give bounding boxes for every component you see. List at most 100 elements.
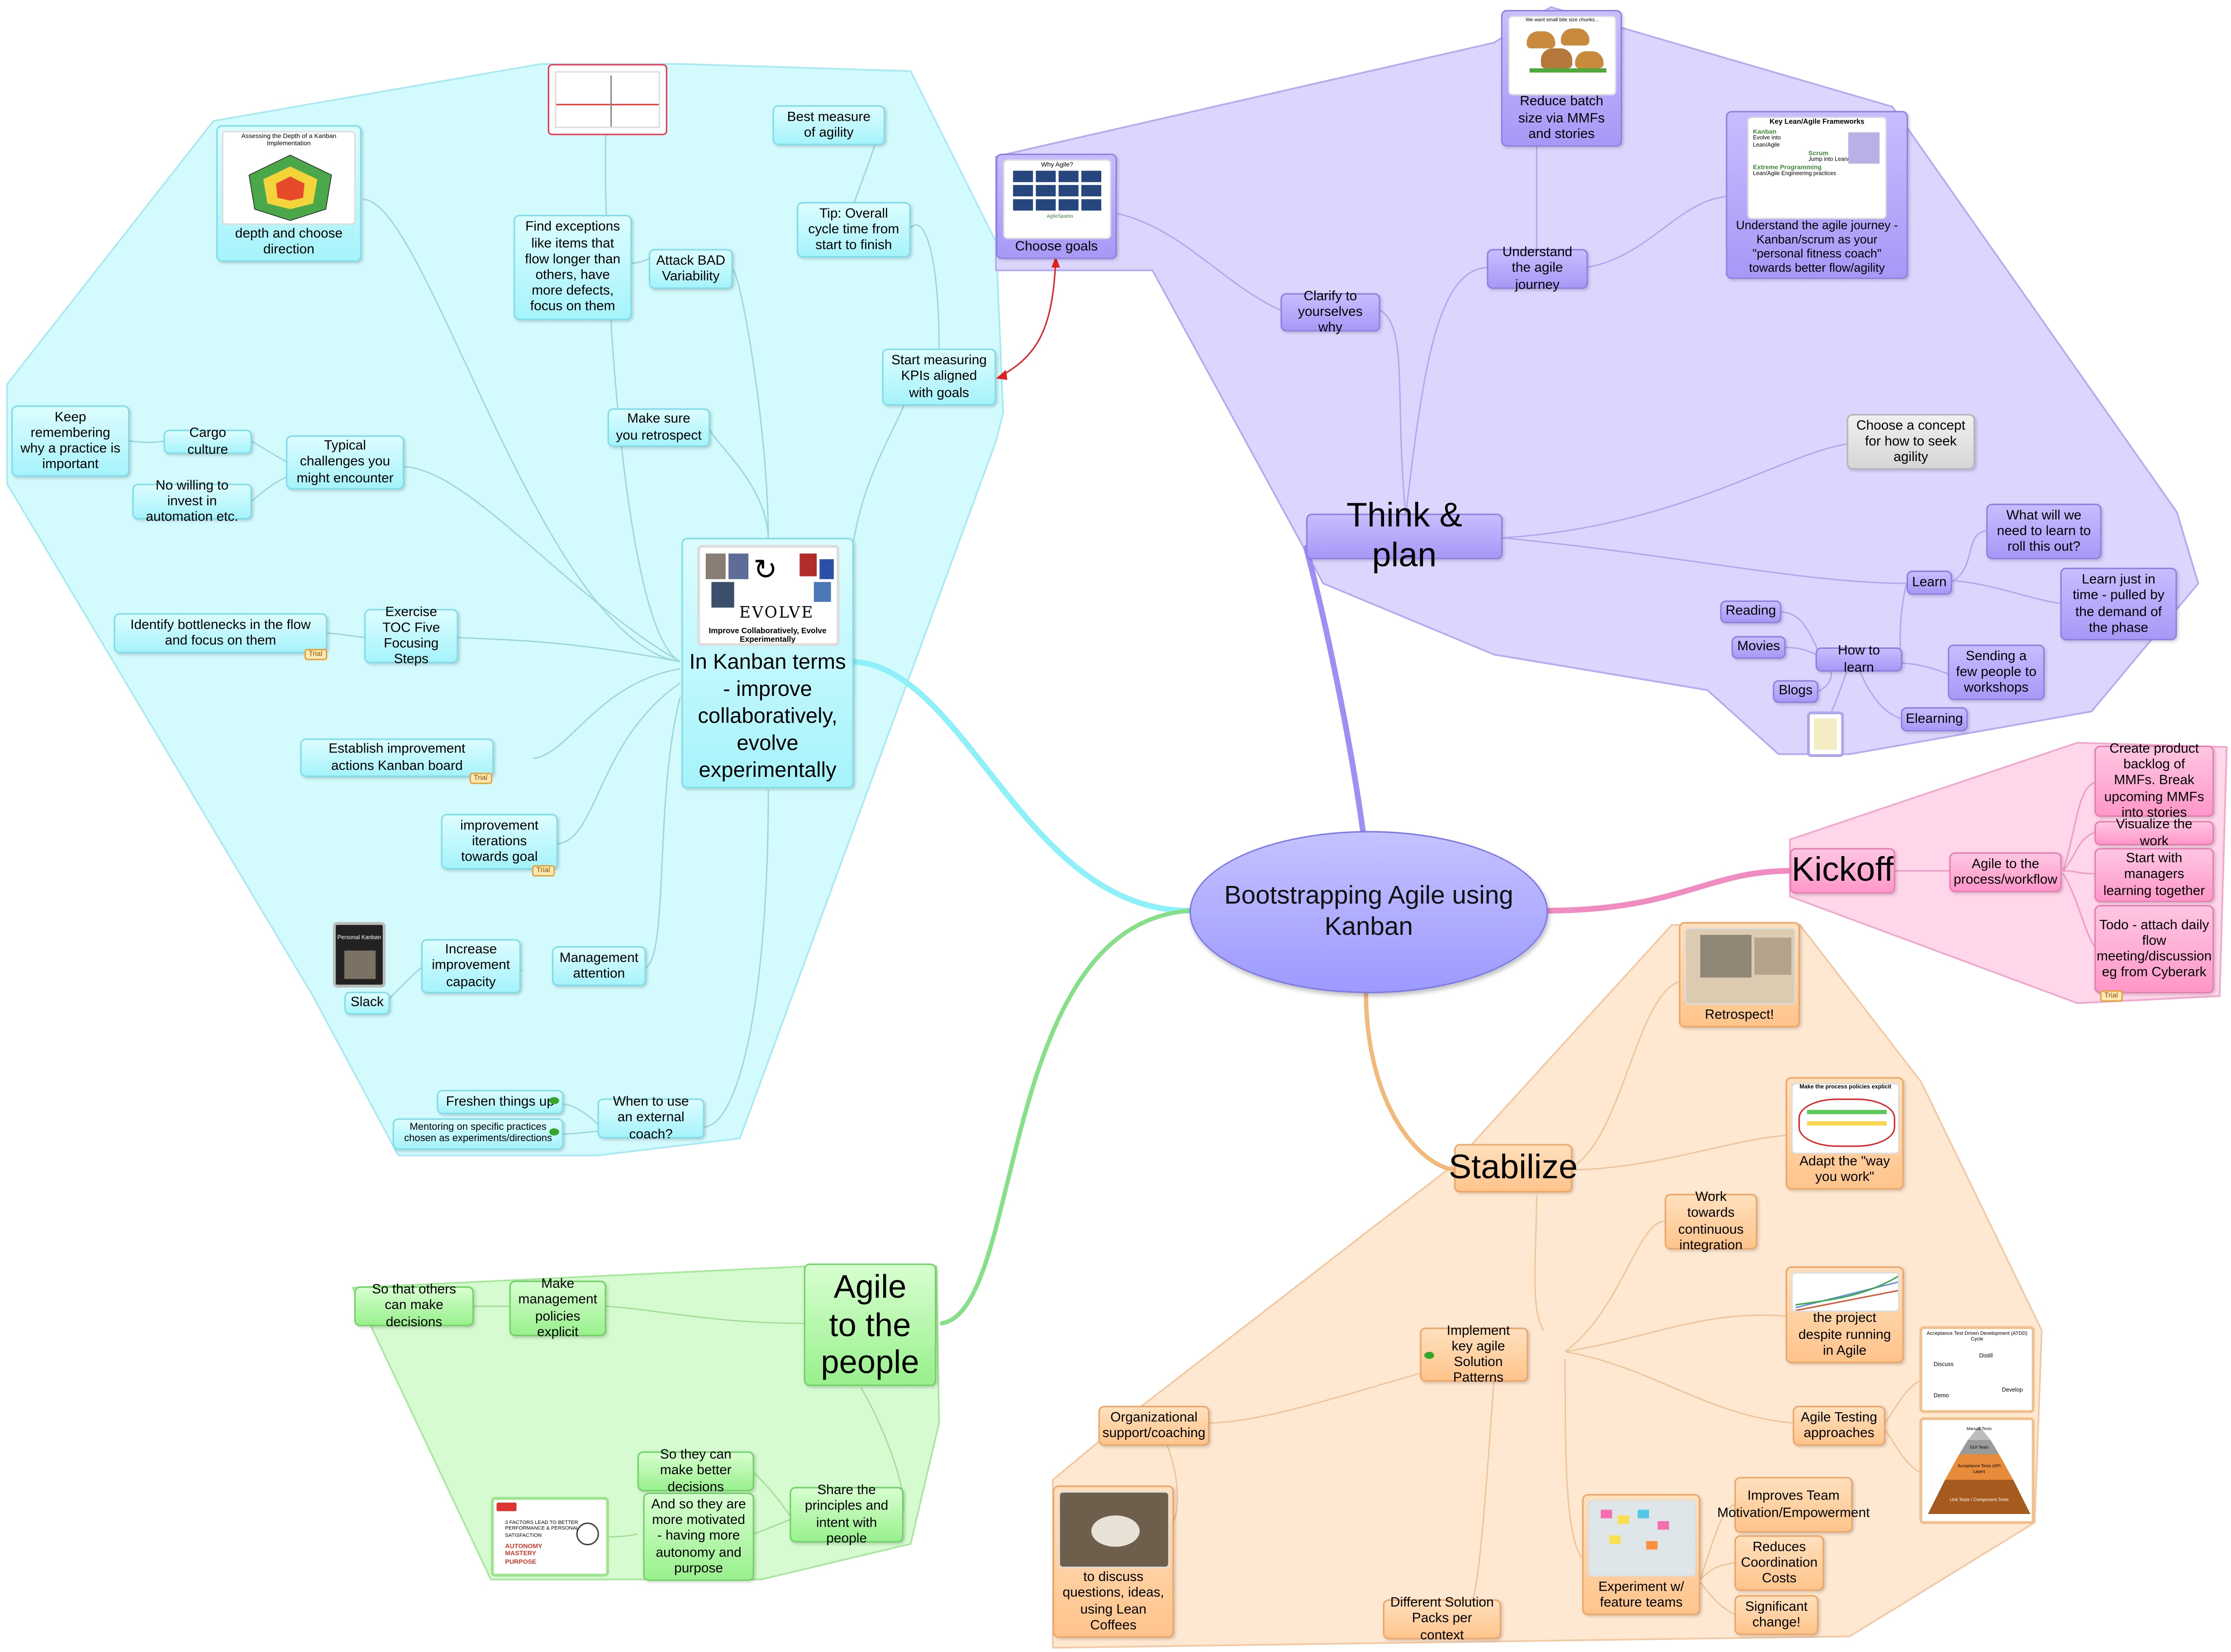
clarify-why-node[interactable]: Clarify to yourselves why [1280, 288, 1380, 336]
significant-change-node[interactable]: Significant change! [1734, 1595, 1819, 1635]
evolve-image: ↻ EVOLVE Improve Collaboratively, Evolve… [696, 545, 839, 646]
burgers-image: We want small bite size chunks... [1508, 15, 1617, 95]
attack-bad-variability-node[interactable]: Attack BAD Variability [649, 249, 733, 289]
best-measure-node[interactable]: Best measure of agility [772, 105, 885, 145]
think-plan-main-topic[interactable]: Think & plan [1306, 497, 1503, 575]
reading-node[interactable]: Reading [1720, 600, 1782, 624]
leaf-icon [1424, 1352, 1434, 1359]
evolve-caption: Improve Collaboratively, Evolve Experime… [709, 627, 827, 645]
manage-project-node[interactable]: Ability to manage the project despite ru… [1785, 1266, 1904, 1363]
external-coach-node[interactable]: When to use an external coach? [597, 1095, 704, 1142]
people-main-topic[interactable]: Agile to the people [804, 1263, 937, 1386]
cargo-culture-node[interactable]: Cargo culture [163, 426, 252, 457]
personal-kanban-book-image: Personal Kanban [333, 922, 386, 988]
kanban-region [6, 63, 1004, 1157]
trial-tag: Trial [469, 772, 492, 784]
just-in-time-node[interactable]: Learn just in time - pulled by the deman… [2060, 567, 2177, 641]
reduces-costs-node[interactable]: Reduces Coordination Costs [1734, 1535, 1824, 1591]
agile-frameworks-node[interactable]: Key Lean/Agile Frameworks Kanban Evolve … [1726, 111, 1908, 279]
central-topic-label: Bootstrapping Agile using Kanban [1224, 881, 1513, 941]
different-packs-node[interactable]: Different Solution Packs per context [1383, 1595, 1501, 1643]
atdd-cycle-image: Acceptance Test Driven Development (ATDD… [1919, 1326, 2035, 1413]
improves-motivation-node[interactable]: Improves Team Motivation/Empowerment [1717, 1477, 1870, 1533]
test-pyramid-image: Manual Tests GUI Tests Acceptance Tests … [1919, 1417, 2035, 1524]
cycle-time-chart-image [547, 64, 667, 135]
better-decisions-node[interactable]: So they can make better decisions [637, 1447, 754, 1495]
sending-workshops-node[interactable]: Sending a few people to workshops [1948, 644, 2045, 700]
more-motivated-node[interactable]: And so they are more motivated - having … [643, 1492, 754, 1581]
management-attention-node[interactable]: Management attention [552, 946, 646, 986]
kanban-depth-chart-title: Assessing the Depth of a Kanban Implemen… [241, 132, 337, 147]
exercise-toc-node[interactable]: Exercise TOC Five Focusing Steps [364, 604, 458, 668]
reduce-batch-node[interactable]: We want small bite size chunks... Reduce… [1501, 10, 1622, 147]
increase-capacity-node[interactable]: Increase improvement capacity [421, 939, 521, 994]
continuous-integration-node[interactable]: Work towards continuous integration [1665, 1190, 1757, 1253]
kanban-main-topic[interactable]: ↻ EVOLVE Improve Collaboratively, Evolve… [681, 538, 854, 789]
atdd-cycle-title: Acceptance Test Driven Development (ATDD… [1927, 1330, 2028, 1342]
drive-video-line2: AUTONOMY MASTERY PURPOSE [505, 1542, 542, 1565]
so-others-decide-node[interactable]: So that others can make decisions [354, 1282, 474, 1330]
understand-journey-node[interactable]: Understand the agile journey [1487, 245, 1588, 293]
kanban-depth-chart: Assessing the Depth of a Kanban Implemen… [222, 131, 356, 225]
agile-process-node[interactable]: Agile to the process/workflow [1949, 852, 2062, 892]
share-principles-node[interactable]: Share the principles and intent with peo… [790, 1483, 904, 1546]
choose-concept-node[interactable]: Choose a concept for how to seek agility [1846, 414, 1975, 470]
find-exceptions-node[interactable]: Find exceptions like items that flow lon… [514, 214, 632, 320]
mentoring-node[interactable]: Mentoring on specific practices chosen a… [392, 1118, 564, 1150]
branch-think [1303, 545, 1369, 857]
tip-cycle-time-node[interactable]: Tip: Overall cycle time from start to fi… [797, 202, 911, 258]
why-agile-title: Why Agile? [1041, 161, 1073, 168]
relationship-arrow [998, 259, 1056, 378]
feature-teams-node[interactable]: Experiment w/ feature teams [1582, 1494, 1700, 1615]
test-pyramid-graphic [1928, 1426, 2031, 1514]
implement-patterns-node[interactable]: Implement key agile Solution Patterns [1420, 1323, 1528, 1386]
adapt-way-node[interactable]: Make the process policies explicit Adapt… [1785, 1077, 1904, 1190]
personal-kanban-title: Personal Kanban [337, 933, 381, 941]
branch-kickoff [1542, 868, 1793, 914]
frameworks-title: Key Lean/Agile Frameworks [1769, 118, 1865, 127]
typical-challenges-node[interactable]: Typical challenges you might encounter [286, 435, 404, 490]
keep-remembering-node[interactable]: Keep remembering why a practice is impor… [11, 405, 130, 477]
process-policies-image: Make the process policies explicit [1791, 1083, 1900, 1154]
why-agile-image: Why Agile? AgileSparks [1003, 159, 1112, 239]
how-to-learn-node[interactable]: How to learn [1815, 643, 1903, 675]
movies-node[interactable]: Movies [1732, 636, 1786, 659]
freshen-things-node[interactable]: Freshen things up [437, 1090, 564, 1114]
visualize-work-node[interactable]: Visualize the work [2094, 817, 2214, 849]
agilesparks-logo-text: AgileSparks [1047, 214, 1074, 220]
learn-node[interactable]: Learn [1906, 571, 1952, 595]
todo-daily-flow-node[interactable]: Todo - attach daily flow meeting/discuss… [2094, 905, 2214, 994]
branch-people [940, 908, 1192, 1326]
drive-video-image: 3 FACTORS LEAD TO BETTER PERFORMANCE & P… [490, 1497, 609, 1577]
trial-tag: Trial [532, 865, 555, 877]
establish-actions-node[interactable]: Establish improvement actions Kanban boa… [300, 738, 494, 777]
branch-stabilize [1364, 988, 1456, 1172]
managers-learning-node[interactable]: Start with managers learning together [2094, 848, 2214, 902]
central-topic[interactable]: Bootstrapping Agile using Kanban [1189, 831, 1548, 994]
slack-node[interactable]: Slack [344, 991, 390, 1015]
retrospect-node[interactable]: Retrospect! [1679, 922, 1800, 1028]
lean-coffee-node[interactable]: Meet frequently to discuss questions, id… [1053, 1485, 1174, 1638]
make-mgmt-policies-node[interactable]: Make management policies explicit [509, 1276, 606, 1340]
identify-bottlenecks-node[interactable]: Identify bottlenecks in the flow and foc… [114, 613, 328, 653]
choose-goals-node[interactable]: Why Agile? AgileSparks Choose goals [996, 153, 1117, 259]
elearning-node[interactable]: Elearning [1901, 707, 1968, 732]
start-measuring-kpis-node[interactable]: Start measuring KPIs aligned with goals [882, 348, 996, 406]
process-policies-title: Make the process policies explicit [1799, 1083, 1892, 1090]
frameworks-image: Key Lean/Agile Frameworks Kanban Evolve … [1747, 116, 1887, 219]
assess-kanban-node[interactable]: Assessing the Depth of a Kanban Implemen… [216, 125, 362, 262]
agile-testing-node[interactable]: Agile Testing approaches [1793, 1406, 1885, 1446]
no-willing-node[interactable]: No willing to invest in automation etc. [132, 478, 252, 525]
evolve-word: EVOLVE [739, 603, 814, 622]
what-to-learn-node[interactable]: What will we need to learn to roll this … [1986, 504, 2102, 559]
stabilize-main-topic[interactable]: Stabilize [1449, 1144, 1578, 1193]
burgers-caption: We want small bite size chunks... [1525, 17, 1599, 23]
create-backlog-node[interactable]: Create product backlog of MMFs. Break up… [2094, 741, 2214, 821]
blogs-node[interactable]: Blogs [1773, 680, 1819, 703]
kickoff-main-topic[interactable]: Kickoff [1790, 848, 1895, 894]
org-support-node[interactable]: Organizational support/coaching [1098, 1406, 1210, 1446]
make-sure-retrospect-node[interactable]: Make sure you retrospect [607, 408, 710, 447]
improvement-iterations-node[interactable]: improvement iterations towards goal [441, 814, 558, 870]
